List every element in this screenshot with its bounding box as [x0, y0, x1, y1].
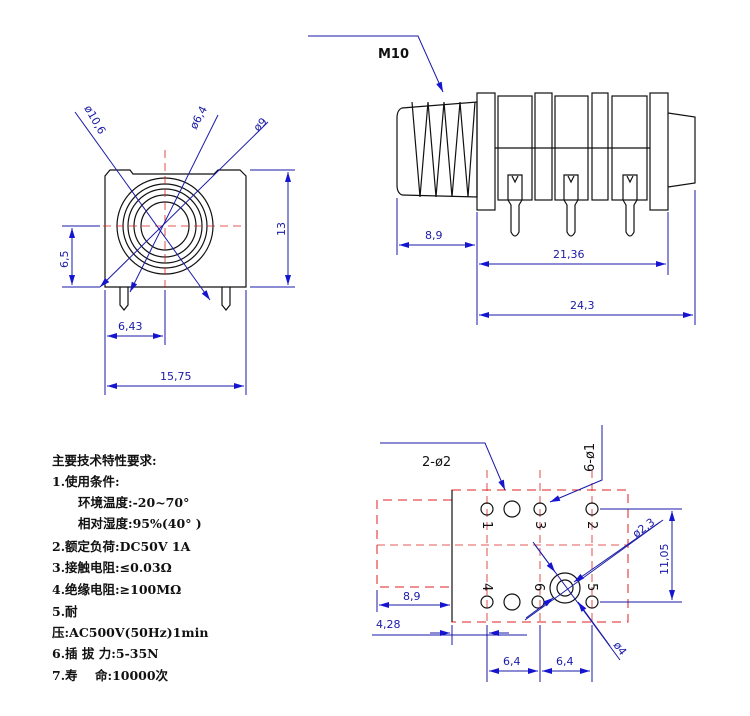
dim-body-length: 21,36	[553, 248, 585, 261]
spec-temperature: 环境温度:-20~70°	[78, 495, 190, 510]
spec-insulation-resistance: 4.绝缘电阻:≥100MΩ	[52, 582, 182, 597]
mount-holes-label: 2-ø2	[422, 455, 451, 470]
pin-label-4: 4	[479, 583, 494, 591]
bottom-view: 1 2 3 4 5 6 2-ø2 6-ø1 ø2,3 ø4 11,05 8,9 …	[372, 425, 682, 682]
dim-offset-2: 4,28	[376, 618, 401, 631]
dim-offset-1: 8,9	[403, 590, 421, 603]
front-view: ø10,6 ø6,4 ø9 13 6,5 6,43 15,75	[58, 103, 295, 395]
pin-label-6: 6	[531, 583, 546, 591]
dim-mid-diameter: ø9	[251, 115, 270, 134]
dim-center-small-dia: ø2,3	[630, 516, 657, 541]
dim-center-offset: 6,43	[118, 320, 143, 333]
pin-label-2: 2	[584, 521, 599, 529]
spec-withstand-voltage: 压:AC500V(50Hz)1min	[52, 625, 209, 640]
dim-center-height: 6,5	[58, 251, 71, 269]
dim-height: 13	[275, 222, 288, 236]
spec-contact-resistance: 3.接触电阻:≤0.03Ω	[52, 560, 172, 575]
side-view: M10 8,9 21,36 24,3	[308, 35, 696, 325]
dim-pitch-1: 6,4	[503, 655, 521, 668]
dim-outer-diameter: ø10,6	[81, 103, 108, 137]
spec-lifetime: 7.寿 命:10000次	[52, 668, 169, 683]
spec-rated-load: 2.额定负荷:DC50V 1A	[52, 539, 191, 554]
pin-label-5: 5	[584, 583, 599, 591]
dim-width: 15,75	[160, 370, 192, 383]
spec-withstand-label: 5.耐	[52, 604, 78, 619]
dim-thread-length: 8,9	[425, 229, 443, 242]
dim-center-large-dia: ø4	[611, 639, 630, 658]
spec-operating-conditions: 1.使用条件:	[52, 474, 120, 489]
spec-insertion-force: 6.插 拔 力:5-35N	[52, 646, 159, 661]
pin-label-3: 3	[532, 521, 547, 529]
spec-humidity: 相对湿度:95%(40° )	[78, 516, 202, 531]
dim-row-spacing: 11,05	[658, 544, 671, 576]
spec-title: 主要技术特性要求:	[52, 453, 157, 468]
dim-total-length: 24,3	[570, 299, 595, 312]
dim-inner-diameter: ø6,4	[187, 104, 210, 132]
thread-label: M10	[378, 47, 409, 62]
dim-pitch-2: 6,4	[556, 655, 574, 668]
pin-holes-label: 6-ø1	[583, 443, 598, 472]
pin-label-1: 1	[479, 521, 494, 529]
